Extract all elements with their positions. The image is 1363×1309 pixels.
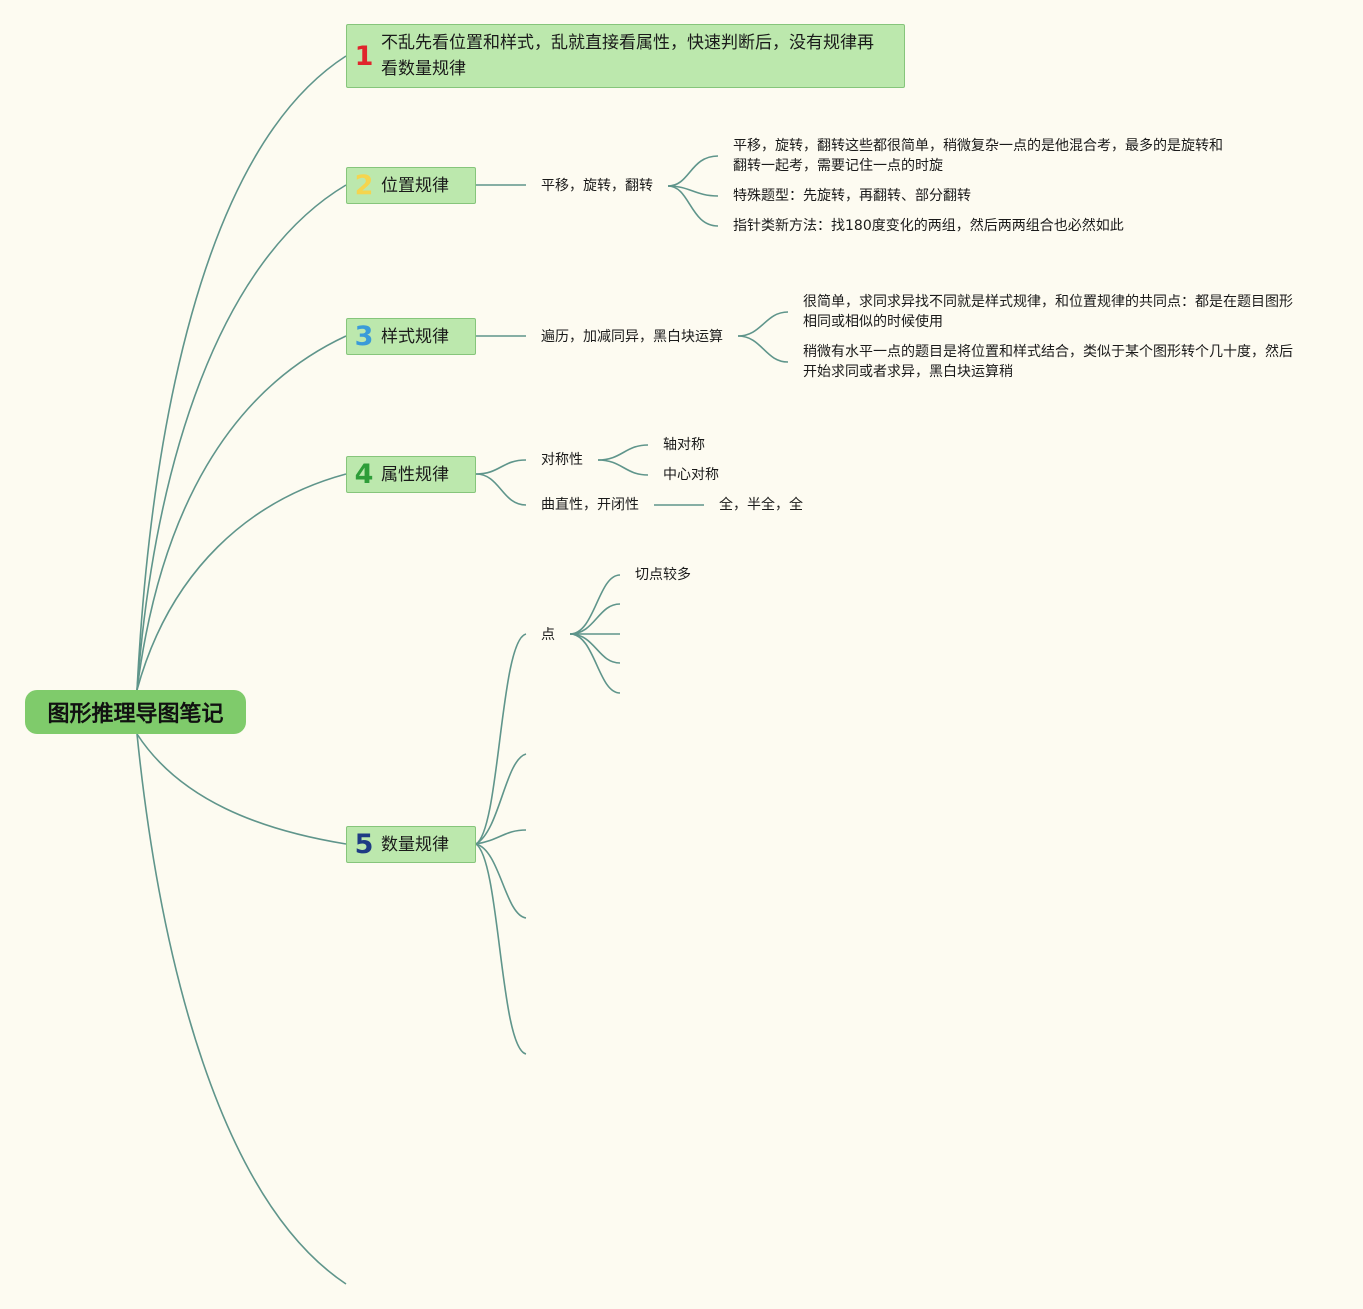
branch-5-label: 数量规律	[381, 834, 449, 855]
number-1-icon: 1	[354, 40, 374, 72]
link-point-5	[569, 633, 621, 694]
branch-4[interactable]: 4 属性规律	[346, 456, 476, 493]
curvature-topic[interactable]: 曲直性，开闭性	[541, 497, 639, 513]
link-root-b1	[136, 55, 347, 691]
branch-2[interactable]: 2 位置规律	[346, 167, 476, 204]
position-note-1[interactable]: 平移，旋转，翻转这些都很简单，稍微复杂一点的是他混合考，最多的是旋转和翻转一起考…	[733, 138, 1223, 174]
link-point-4	[569, 633, 621, 664]
link-sym-1	[597, 444, 649, 461]
branch-4-label: 属性规律	[381, 464, 449, 485]
branch-3-label: 样式规律	[381, 326, 449, 347]
link-pos-3	[667, 185, 719, 227]
number-2-icon: 2	[354, 170, 374, 201]
number-4-icon: 4	[354, 459, 374, 490]
link-root-bottom	[136, 733, 347, 1285]
link-q-2	[475, 753, 527, 845]
link-q-5	[475, 843, 527, 1055]
branch-5[interactable]: 5 数量规律	[346, 826, 476, 863]
point-item-tangent[interactable]: 切点较多	[635, 567, 691, 583]
link-q-point	[475, 633, 527, 845]
number-5-icon: 5	[354, 829, 374, 860]
link-root-b2	[136, 184, 347, 691]
link-root-b5	[136, 733, 347, 845]
position-topic[interactable]: 平移，旋转，翻转	[541, 178, 653, 194]
symmetry-topic[interactable]: 对称性	[541, 452, 583, 468]
link-style-1	[737, 311, 789, 337]
link-q-4	[475, 843, 527, 919]
point-topic[interactable]: 点	[541, 627, 555, 643]
link-sym-2	[597, 459, 649, 476]
number-3-icon: 3	[354, 321, 374, 352]
symmetry-item-central[interactable]: 中心对称	[663, 467, 719, 483]
branch-1-label: 不乱先看位置和样式，乱就直接看属性，快速判断后，没有规律再看数量规律	[381, 33, 874, 79]
position-note-3[interactable]: 指针类新方法：找180度变化的两组，然后两两组合也必然如此	[733, 218, 1124, 234]
branch-3[interactable]: 3 样式规律	[346, 318, 476, 355]
link-root-b3	[136, 335, 347, 691]
curvature-value[interactable]: 全，半全，全	[719, 497, 803, 513]
link-point-2	[569, 603, 621, 635]
link-point-1	[569, 574, 621, 635]
style-note-2[interactable]: 稍微有水平一点的题目是将位置和样式结合，类似于某个图形转个几十度，然后开始求同或…	[803, 344, 1293, 380]
branch-1[interactable]: 1 不乱先看位置和样式，乱就直接看属性，快速判断后，没有规律再看数量规律	[346, 24, 905, 88]
link-pos-1	[667, 155, 719, 187]
root-topic[interactable]: 图形推理导图笔记	[25, 690, 246, 734]
style-note-1[interactable]: 很简单，求同求异找不同就是样式规律，和位置规律的共同点：都是在题目图形相同或相似…	[803, 294, 1293, 330]
link-style-2	[737, 335, 789, 363]
branch-2-label: 位置规律	[381, 175, 449, 196]
style-topic[interactable]: 遍历，加减同异，黑白块运算	[541, 329, 723, 345]
link-q-3	[475, 829, 527, 845]
symmetry-item-axial[interactable]: 轴对称	[663, 437, 705, 453]
link-root-b4	[136, 473, 347, 691]
link-b4-curv	[475, 473, 527, 506]
position-note-2[interactable]: 特殊题型：先旋转，再翻转、部分翻转	[733, 188, 971, 204]
link-b4-sym	[475, 459, 527, 475]
